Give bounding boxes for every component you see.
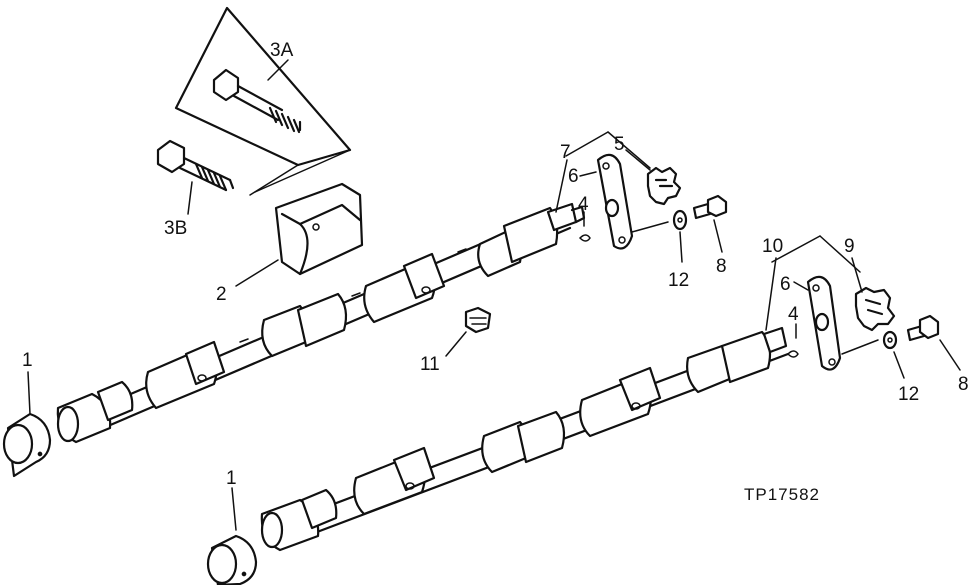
callout-1-lower: 1 (226, 468, 237, 489)
plate-6-upper (596, 153, 634, 250)
upper-connector-lines (565, 131, 669, 233)
figure-id: TP17582 (744, 485, 820, 504)
callout-4-lower: 4 (788, 304, 799, 325)
callout-5: 5 (614, 134, 625, 155)
lower-connector-lines (771, 235, 879, 355)
washer-12-lower (882, 330, 898, 350)
callout-6-upper: 6 (568, 166, 579, 187)
camshaft-lower (260, 326, 790, 552)
plate-6-lower (806, 275, 842, 371)
callout-11: 11 (420, 354, 440, 375)
callout-3b: 3B (164, 218, 187, 239)
callout-7: 7 (560, 142, 571, 163)
callout-6-lower: 6 (780, 274, 791, 295)
callout-3a: 3A (270, 40, 294, 61)
gear-9 (854, 286, 896, 332)
callout-1-upper: 1 (22, 350, 33, 371)
key-4-upper (578, 234, 591, 242)
leader-lines (27, 59, 961, 531)
key-4-lower (786, 350, 799, 358)
callout-9: 9 (844, 236, 855, 257)
gear-5 (646, 166, 682, 206)
part-11 (464, 306, 492, 334)
callout-4-upper: 4 (578, 194, 589, 215)
thrust-plate-2 (274, 182, 364, 276)
callout-12-lower: 12 (898, 384, 919, 405)
washer-12-upper (672, 209, 688, 231)
bolt-3a (212, 68, 302, 134)
callout-12-upper: 12 (668, 270, 689, 291)
callout-10: 10 (762, 236, 783, 257)
inset-box-3a (174, 6, 352, 196)
bolt-8-lower (906, 314, 940, 342)
bushing-1-upper (2, 412, 52, 478)
callout-8-lower: 8 (958, 374, 969, 395)
bolt-3b (156, 139, 235, 192)
callout-2: 2 (216, 284, 227, 305)
bushing-1-lower (206, 534, 258, 585)
bolt-8-upper (692, 194, 728, 220)
camshaft-upper (56, 202, 586, 444)
callout-8-upper: 8 (716, 256, 727, 277)
callout-labels: 3A 3B 2 1 1 7 6 5 4 12 8 10 6 9 4 12 8 1… (22, 40, 969, 489)
